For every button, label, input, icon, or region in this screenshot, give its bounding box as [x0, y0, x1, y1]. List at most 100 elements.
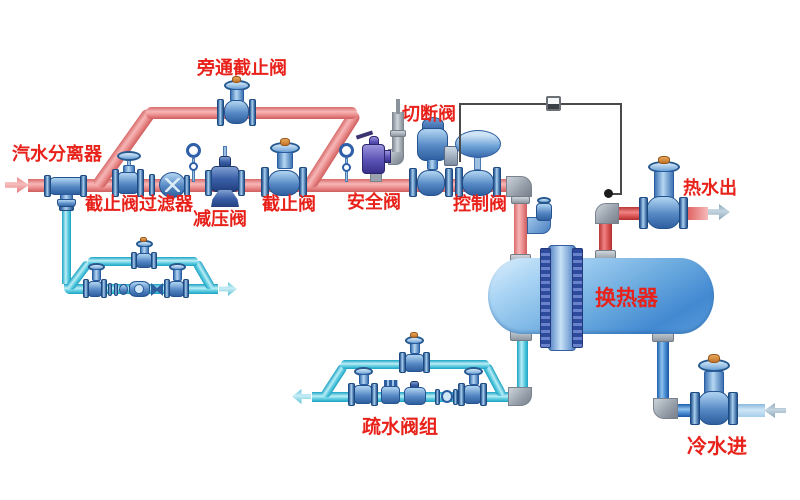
separator-flange-left — [44, 175, 51, 197]
heat-exchanger-shell — [488, 258, 714, 334]
gauge2-siphon-ball — [342, 163, 351, 172]
trap-out-arrow-icon — [292, 389, 311, 404]
loop1-gate-a-body — [88, 281, 102, 297]
hot-valve-body — [646, 196, 681, 229]
loop2-bypass-bonnet — [410, 343, 420, 354]
hot-water-pipe — [617, 207, 643, 220]
cold-water-pipe — [676, 404, 694, 417]
pressure-gauge1-icon — [186, 143, 201, 158]
hot-water-elbow — [595, 203, 619, 224]
loop2-strainer-body — [381, 386, 400, 404]
loop1-bypass-wheel-cap — [140, 237, 147, 242]
control-valve-flange-left — [455, 167, 463, 197]
vent-valve-handwheel — [537, 197, 551, 204]
cutoff-valve-flange-right — [445, 168, 453, 197]
condensate-out-arrow-icon — [219, 282, 237, 296]
loop1-gate-a-bonnet — [92, 269, 101, 281]
loop1-bypass-flange-left — [131, 252, 137, 269]
loop1-check-valve — [119, 284, 128, 295]
stop-valve2-wheel-cap — [280, 138, 290, 146]
cold-valve-body — [697, 391, 731, 425]
hot-water-out-label: 热水出 — [683, 178, 737, 199]
separator-drain-pipe — [62, 208, 71, 284]
safety-valve-label: 安全阀 — [347, 192, 401, 213]
cold-water-riser-pipe — [657, 340, 669, 402]
cutoff-valve-body — [417, 170, 445, 196]
loop2-gate-a-bonnet — [359, 374, 369, 385]
bypass-valve-flange-right — [249, 99, 256, 126]
prv-body — [211, 166, 239, 192]
steam-inlet-arrow-icon — [5, 177, 29, 193]
sensor-line-vertical-left — [459, 104, 461, 162]
loop2-bypass-wheel-cap — [410, 332, 418, 338]
signal-transmitter-box — [546, 96, 561, 111]
loop1-trap-sight — [134, 284, 144, 294]
sensor-line-stub — [610, 193, 622, 195]
bypass-valve-body — [224, 100, 249, 124]
prv-bottom-bell — [211, 190, 239, 207]
sensor-line-horizontal — [459, 103, 622, 105]
steam-down-pipe — [514, 195, 527, 258]
control-valve-diaphragm — [455, 130, 501, 158]
heat-exchanger-flange-right — [572, 248, 583, 348]
pipe-flange-pair — [149, 174, 155, 196]
cutoff-valve-flange-left — [409, 168, 417, 197]
hot-valve-bonnet — [654, 171, 674, 199]
safety-valve-body — [362, 144, 385, 174]
hot-valve-wheel-cap — [658, 156, 670, 164]
loop2-check-flange-right — [453, 389, 458, 405]
steam-down-flange — [511, 196, 530, 204]
bypass-valve-flange-left — [217, 99, 224, 126]
control-valve-label: 控制阀 — [453, 194, 507, 215]
loop1-flange2 — [114, 283, 118, 296]
sensor-line-vertical-right — [620, 103, 622, 195]
hot-water-out-arrow-icon — [708, 204, 730, 220]
cold-water-elbow — [653, 398, 678, 419]
loop1-gate-a-flange-right — [101, 279, 107, 298]
cold-water-inlet-pipe — [737, 404, 765, 417]
vent-valve-body — [536, 203, 552, 221]
loop1-gate-a-flange-left — [83, 279, 89, 298]
stop-valve1-flange-left — [112, 169, 119, 197]
stop-valve-label: 截止阀 — [262, 194, 316, 215]
stop-valve1-body — [118, 172, 138, 194]
loop2-gate-a-flange-right — [371, 383, 378, 406]
control-valve-positioner — [444, 146, 458, 166]
stop-filter-label: 截止阀过滤器 — [85, 194, 193, 215]
loop2-gate-b-flange-right — [480, 383, 487, 406]
gauge1-siphon-ball — [189, 162, 198, 171]
stop-valve2-flange-left — [261, 167, 269, 197]
heat-exchanger-flange-left — [540, 248, 551, 348]
loop2-gate-b-body — [464, 385, 481, 404]
stop-valve2-body — [268, 170, 300, 196]
loop2-gate-a-flange-left — [348, 383, 355, 406]
exchanger-label: 换热器 — [595, 286, 658, 310]
loop1-gate-b-bonnet — [173, 269, 182, 281]
safety-vent-collar — [390, 130, 406, 137]
loop2-steam-trap-body — [404, 387, 426, 405]
trap-group-label: 疏水阀组 — [362, 416, 439, 438]
loop2-sight-glass — [441, 390, 453, 403]
cold-valve-flange-right — [728, 392, 738, 425]
separator-bottom-flange — [59, 206, 74, 211]
control-valve-stem — [474, 156, 481, 170]
loop1-flange1 — [108, 283, 112, 296]
hot-valve-flange-right — [679, 197, 688, 229]
cutoff-valve-neck — [427, 159, 438, 170]
loop1-bowtie-fitting — [151, 283, 163, 296]
loop2-gate-b-bonnet — [469, 374, 479, 385]
bypass-valve-wheel-cap — [232, 76, 241, 83]
loop1-bypass-valve-body — [136, 253, 152, 268]
cold-water-in-arrow-icon — [764, 403, 786, 418]
stop-valve2-bonnet — [277, 152, 293, 169]
loop2-check-flange-left — [435, 389, 440, 405]
prv-flange-left — [205, 170, 212, 196]
steam-elbow — [506, 176, 532, 197]
temperature-sensor-dot — [604, 189, 613, 198]
loop1-gate-b-flange-left — [164, 279, 170, 298]
loop2-strainer-ribs — [384, 380, 398, 387]
cutoff-valve-label: 切断阀 — [402, 104, 456, 125]
strainer-flange-right — [184, 175, 190, 196]
stop-valve2-flange-right — [299, 167, 307, 197]
